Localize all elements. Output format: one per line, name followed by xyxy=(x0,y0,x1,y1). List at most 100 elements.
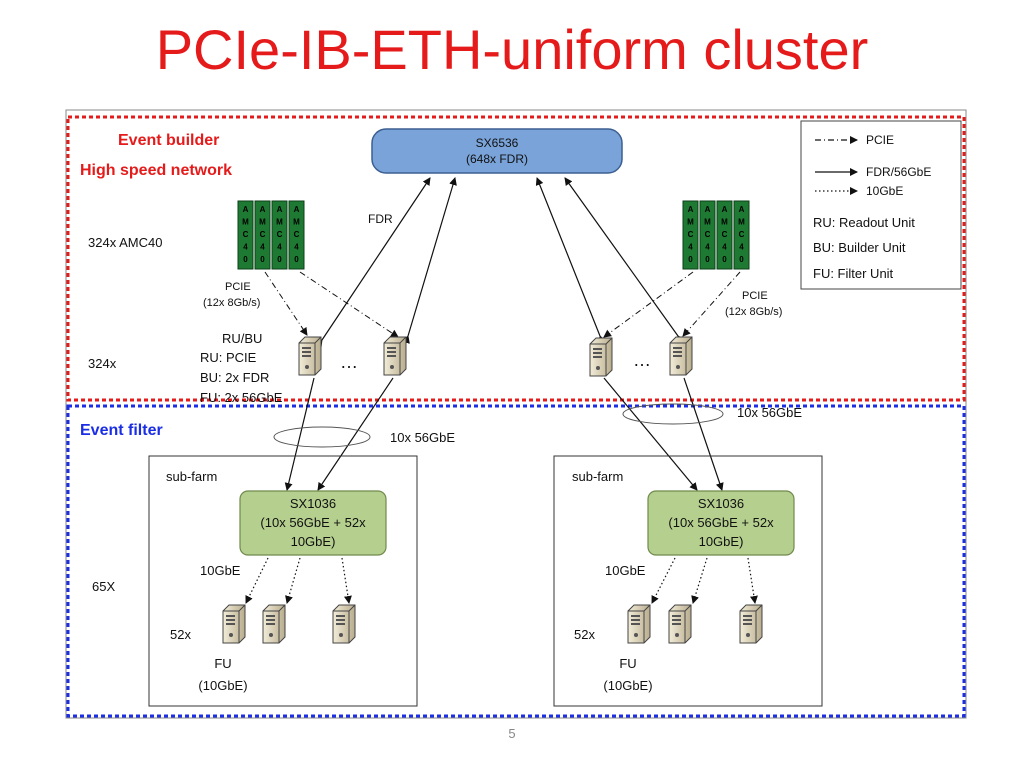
fu-server-right-2 xyxy=(668,604,692,644)
uplink-links xyxy=(284,377,724,491)
amc40-left-card-letter: 4 xyxy=(277,243,282,252)
amc40-right-card-letter: C xyxy=(688,230,694,239)
fu-server-right-3 xyxy=(739,604,763,644)
amc40-right-card-letter: 0 xyxy=(688,255,693,264)
amc40-right-card-letter: M xyxy=(721,218,728,227)
amc40-left-card-letter: C xyxy=(294,230,300,239)
amc40-right-card-letter: A xyxy=(739,205,745,214)
subfarm-switch-left-desc2: 10GbE) xyxy=(291,534,336,549)
amc40-left-card-letter: M xyxy=(242,218,249,227)
subfarm-link-left: 10GbE xyxy=(200,563,241,578)
fu-label-right: FU xyxy=(619,656,636,671)
amc40-right-card-letter: C xyxy=(722,230,728,239)
amc40-left-card-letter: A xyxy=(243,205,249,214)
fdr-links xyxy=(314,177,686,349)
amc40-left-card-letter: A xyxy=(260,205,266,214)
subfarm-link-right: 10GbE xyxy=(605,563,646,578)
event-filter-region xyxy=(66,404,966,718)
legend-pcie: PCIE xyxy=(866,133,894,147)
amc40-right-card-letter: A xyxy=(705,205,711,214)
amc40-left-card-letter: M xyxy=(293,218,300,227)
legend-ru: RU: Readout Unit xyxy=(813,215,915,230)
amc40-right-card-letter: C xyxy=(739,230,745,239)
event-filter-label: Event filter xyxy=(80,422,163,439)
fu-count-left: 52x xyxy=(170,627,191,642)
fdr-link-label: FDR xyxy=(368,212,393,226)
amc40-right-card-letter: 0 xyxy=(739,255,744,264)
pcie-label-left: PCIE xyxy=(225,281,251,293)
subfarm-switch-left-desc1: (10x 56GbE + 52x xyxy=(260,515,366,530)
uplink-bundle-right xyxy=(622,403,724,425)
rubu-ru: RU: PCIE xyxy=(200,350,257,365)
amc40-right-card-letter: M xyxy=(704,218,711,227)
rubu-server-left-2 xyxy=(383,336,407,376)
amc40-left-card-letter: M xyxy=(276,218,283,227)
legend-fu: FU: Filter Unit xyxy=(813,266,894,281)
slide-title: PCIe-IB-ETH-uniform cluster xyxy=(155,18,869,81)
rubu-server-left-1 xyxy=(298,336,322,376)
rubu-bu: BU: 2x FDR xyxy=(200,370,269,385)
amc40-right-card-letter: M xyxy=(687,218,694,227)
legend-10gbe: 10GbE xyxy=(866,184,903,198)
amc40-right-card-letter: M xyxy=(738,218,745,227)
subfarm-switch-right-desc1: (10x 56GbE + 52x xyxy=(668,515,774,530)
page-number: 5 xyxy=(508,726,516,741)
rubu-title: RU/BU xyxy=(222,331,262,346)
subfarm-switch-right-desc2: 10GbE) xyxy=(699,534,744,549)
fu-rate-left: (10GbE) xyxy=(198,678,247,693)
pcie-label-right: PCIE xyxy=(742,290,768,302)
rubu-fu: FU: 2x 56GbE xyxy=(200,390,283,405)
uplink-label-left: 10x 56GbE xyxy=(390,430,455,445)
rubu-server-right-1 xyxy=(589,337,613,377)
amc-count-label: 324x AMC40 xyxy=(88,235,162,250)
amc40-right-card-letter: 0 xyxy=(705,255,710,264)
uplink-bundle-left xyxy=(273,426,371,448)
amc40-left-card xyxy=(254,200,271,270)
amc40-left-card-letter: 0 xyxy=(243,255,248,264)
legend-box xyxy=(800,120,962,290)
amc40-left-card-letter: 0 xyxy=(277,255,282,264)
amc40-right-card-letter: 4 xyxy=(705,243,710,252)
pcie-rate-right: (12x 8Gb/s) xyxy=(725,306,782,318)
rubu-server-right-2 xyxy=(669,336,693,376)
amc40-left-card-letter: A xyxy=(294,205,300,214)
pcie-links xyxy=(264,271,741,338)
core-switch xyxy=(371,128,623,174)
amc40-right-card xyxy=(699,200,716,270)
amc40-left-card-letter: 4 xyxy=(243,243,248,252)
amc40-left-card-letter: M xyxy=(259,218,266,227)
subfarm-label-left: sub-farm xyxy=(166,469,217,484)
legend-bu: BU: Builder Unit xyxy=(813,240,906,255)
amc40-left-card xyxy=(288,200,305,270)
fu-server-left-3 xyxy=(332,604,356,644)
subfarm-box-right xyxy=(553,455,823,707)
subfarm-box-left xyxy=(148,455,418,707)
fu-server-right-1 xyxy=(627,604,651,644)
amc40-left-card-letter: C xyxy=(277,230,283,239)
subfarm-switch-right xyxy=(647,490,795,556)
amc40-left-card-letter: 4 xyxy=(294,243,299,252)
server-ellipsis-left: … xyxy=(340,352,358,372)
fu-links-right xyxy=(651,557,758,604)
amc40-right-card-letter: 4 xyxy=(739,243,744,252)
amc40-left-card xyxy=(271,200,288,270)
uplink-label-right: 10x 56GbE xyxy=(737,405,802,420)
amc40-right-card-letter: 4 xyxy=(722,243,727,252)
subfarm-switch-left xyxy=(239,490,387,556)
fu-count-right: 52x xyxy=(574,627,595,642)
amc40-left-card-letter: A xyxy=(277,205,283,214)
amc40-left-card-letter: C xyxy=(243,230,249,239)
amc40-right-card-letter: A xyxy=(688,205,694,214)
event-builder-region xyxy=(66,115,966,402)
core-switch-ports: (648x FDR) xyxy=(466,152,528,166)
amc40-right-card-letter: C xyxy=(705,230,711,239)
amc40-right-card-letter: 0 xyxy=(722,255,727,264)
pcie-rate-left: (12x 8Gb/s) xyxy=(203,297,260,309)
subfarm-label-right: sub-farm xyxy=(572,469,623,484)
amc40-left-card xyxy=(237,200,254,270)
subfarm-count-label: 65X xyxy=(92,579,115,594)
fu-rate-right: (10GbE) xyxy=(603,678,652,693)
